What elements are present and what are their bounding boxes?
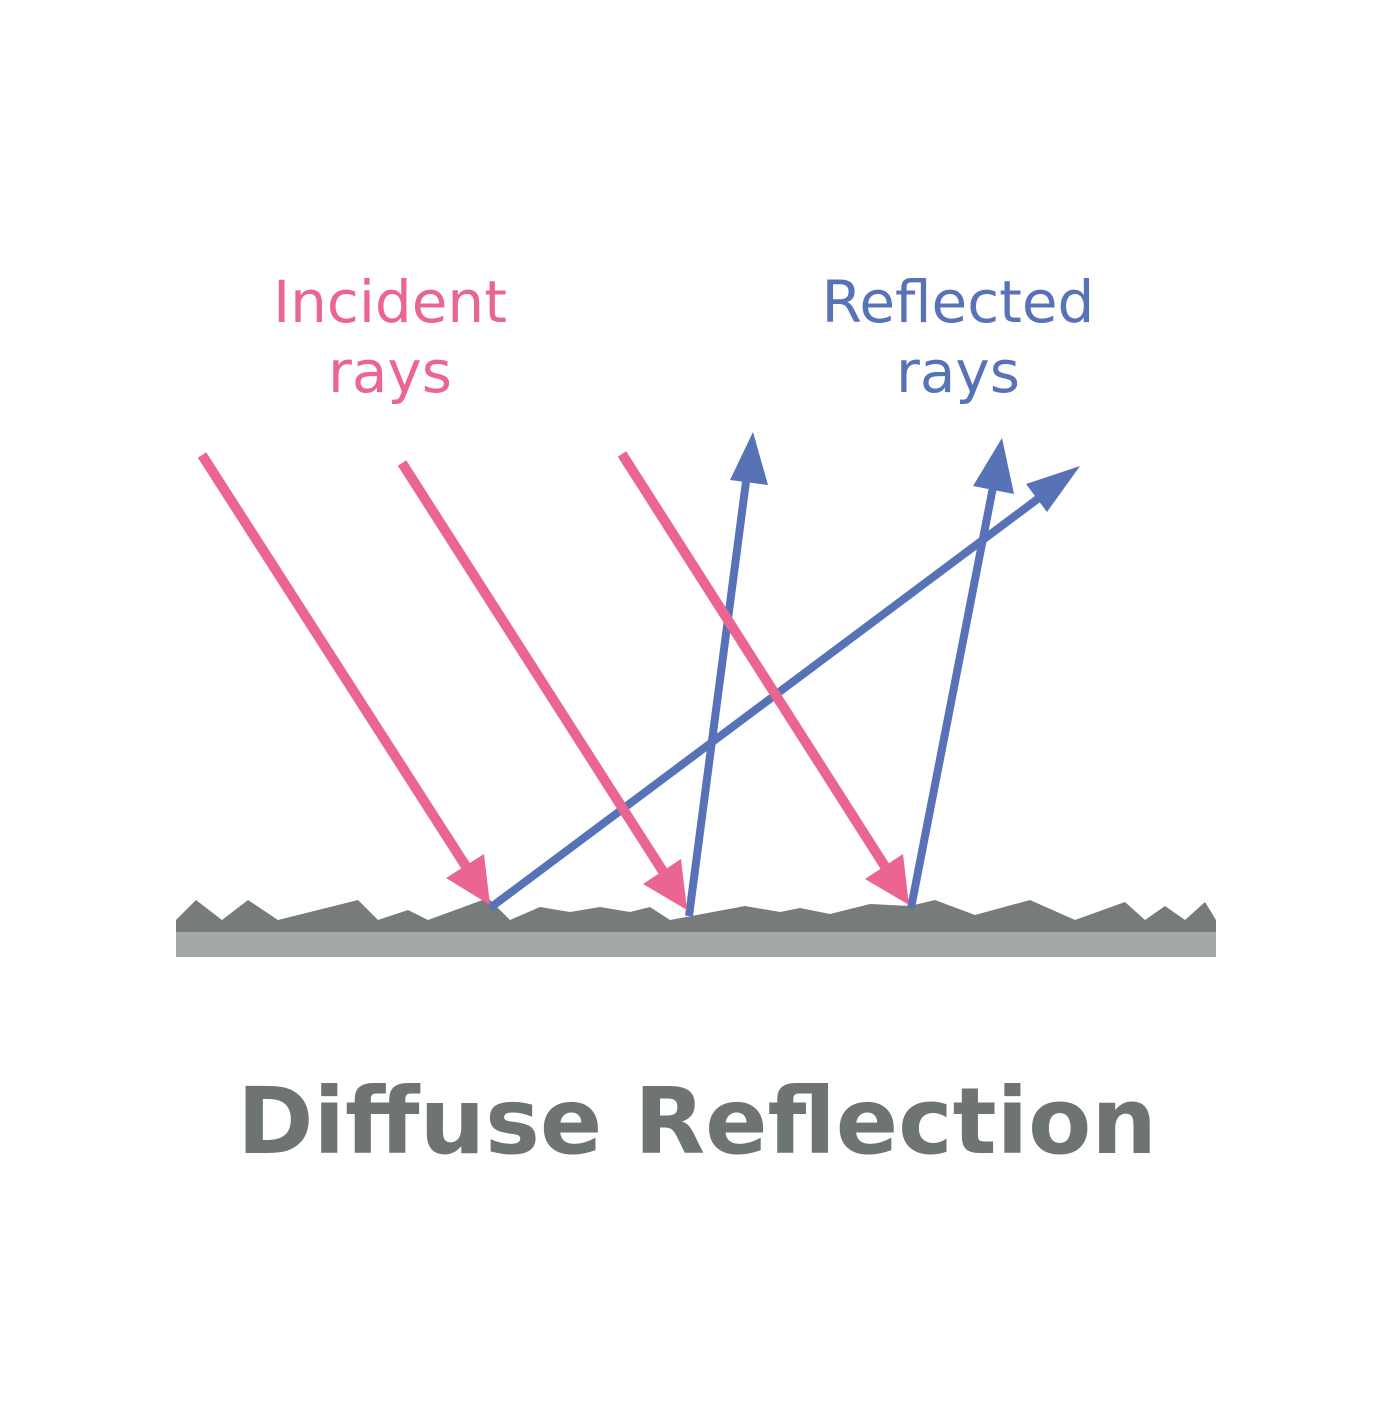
- arrow-down-right-icon: [446, 854, 490, 905]
- rough-surface: [176, 898, 1216, 932]
- incident-ray-1: [197, 452, 490, 905]
- incident-label-line2: rays: [328, 338, 452, 406]
- incident-ray-2: [397, 460, 687, 910]
- arrow-down-right-icon: [643, 859, 687, 910]
- surface-base: [176, 930, 1216, 957]
- reflected-label-line1: Reflected: [822, 268, 1095, 336]
- arrow-up-icon: [1026, 466, 1080, 512]
- reflected-label-line2: rays: [896, 338, 1020, 406]
- diagram-title: Diffuse Reflection: [237, 1068, 1157, 1175]
- reflected-ray-3: [907, 438, 1014, 909]
- arrow-up-icon: [730, 432, 768, 485]
- incident-ray-3: [617, 451, 909, 905]
- arrow-down-right-icon: [865, 854, 909, 905]
- reflected-ray-1: [487, 466, 1080, 912]
- arrow-up-icon: [973, 438, 1014, 494]
- reflected-ray-2: [685, 432, 768, 917]
- incident-label-line1: Incident: [273, 268, 507, 336]
